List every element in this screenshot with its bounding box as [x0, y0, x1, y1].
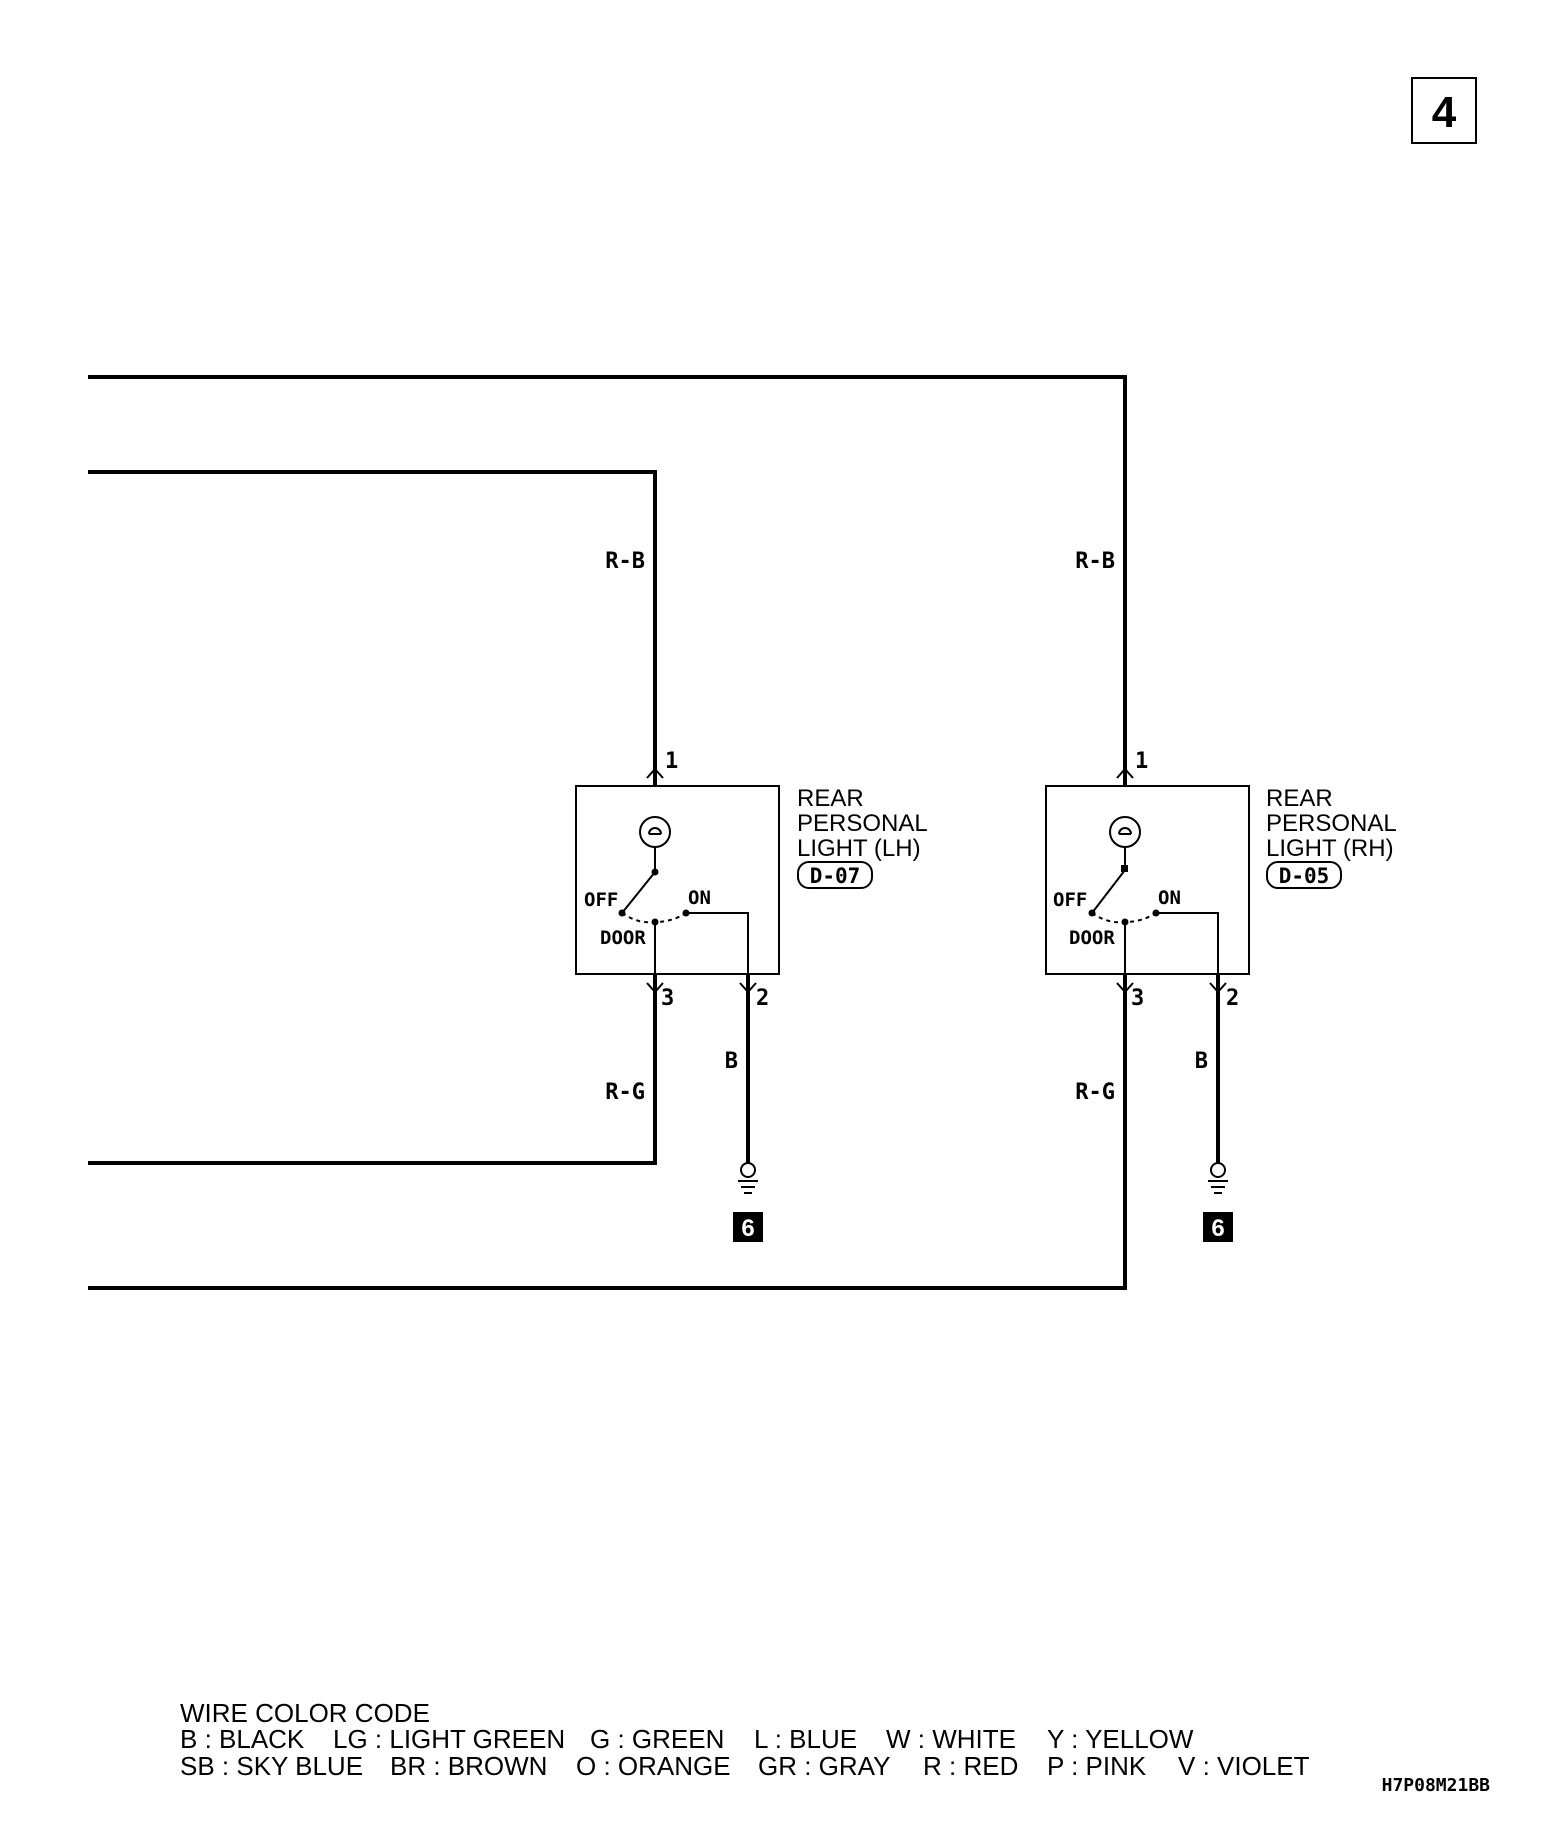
- wire-color-legend: WIRE COLOR CODE B : BLACK LG : LIGHT GRE…: [180, 1698, 1310, 1781]
- legend-item-gray: GR : GRAY: [758, 1751, 890, 1781]
- legend-item-light-green: LG : LIGHT GREEN: [333, 1724, 565, 1754]
- figure-code: H7P08M21BB: [1382, 1775, 1491, 1796]
- connector-badge-lh: [797, 861, 873, 889]
- ground-icon-lh: [738, 1162, 758, 1194]
- legend-item-brown: BR : BROWN: [390, 1751, 547, 1781]
- page-number: 4: [1432, 88, 1457, 137]
- pin-label-3-rh: 3: [1131, 986, 1144, 1011]
- wire-rh-return: [88, 975, 1127, 1290]
- pin-arrow-3-rh: [1116, 982, 1134, 994]
- component-box-lh: [575, 785, 780, 975]
- switch-door-label-lh: DOOR: [600, 927, 646, 949]
- switch-lever-lh: [621, 871, 656, 914]
- connector-label-rh: D-05: [1279, 864, 1330, 888]
- wire-color-label-bottom-rh: R-G: [1075, 1080, 1115, 1105]
- wire-lh-feed: [88, 470, 657, 785]
- wire-lh-return: [88, 975, 657, 1165]
- pin-label-2-lh: 2: [756, 986, 769, 1011]
- connector-badge-rh: [1266, 861, 1342, 889]
- pin-label-3-lh: 3: [661, 986, 674, 1011]
- bulb-icon-lh: [639, 816, 671, 848]
- switch-off-label-lh: OFF: [584, 889, 618, 911]
- ground-icon-rh: [1208, 1162, 1228, 1194]
- ground-point-label-lh: 6: [741, 1215, 754, 1242]
- wire-color-label-ground-lh: B: [725, 1049, 738, 1074]
- rear-personal-light-rh: R-B 1 OFF ON DOOR 3 2 B R-G 6 RE: [1045, 549, 1397, 1242]
- pin-arrow-1-rh: [1116, 767, 1134, 779]
- pin-label-1-rh: 1: [1135, 749, 1148, 774]
- wire-color-label-ground-rh: B: [1195, 1049, 1208, 1074]
- legend-item-yellow: Y : YELLOW: [1047, 1724, 1194, 1754]
- ground-point-badge-rh: [1203, 1212, 1233, 1242]
- legend-item-green: G : GREEN: [590, 1724, 724, 1754]
- legend-item-black: B : BLACK: [180, 1724, 305, 1754]
- switch-on-label-rh: ON: [1158, 887, 1181, 909]
- rear-personal-light-lh: R-B 1 OFF ON DOOR 3 2 B R-G: [575, 549, 928, 1242]
- component-name-line1-lh: REAR: [797, 785, 864, 812]
- wire-color-label-top-rh: R-B: [1075, 549, 1115, 574]
- wire-color-label-bottom-lh: R-G: [605, 1080, 645, 1105]
- switch-on-label-lh: ON: [688, 887, 711, 909]
- legend-item-blue: L : BLUE: [754, 1724, 857, 1754]
- page-number-badge: 4: [1411, 77, 1477, 144]
- ground-point-badge-lh: [733, 1212, 763, 1242]
- legend-item-orange: O : ORANGE: [576, 1751, 731, 1781]
- legend-item-red: R : RED: [923, 1751, 1018, 1781]
- connector-label-lh: D-07: [810, 864, 861, 888]
- bulb-icon-rh: [1109, 816, 1141, 848]
- legend-item-pink: P : PINK: [1047, 1751, 1147, 1781]
- pin-arrow-1-lh: [646, 767, 664, 779]
- pin-label-1-lh: 1: [665, 749, 678, 774]
- switch-door-label-rh: DOOR: [1069, 927, 1115, 949]
- pin-arrow-3-lh: [646, 982, 664, 994]
- switch-lever-rh: [1091, 869, 1126, 914]
- legend-item-violet: V : VIOLET: [1178, 1751, 1310, 1781]
- switch-off-label-rh: OFF: [1053, 889, 1087, 911]
- component-name-line2-lh: PERSONAL: [797, 810, 928, 837]
- legend-title: WIRE COLOR CODE: [180, 1698, 430, 1728]
- wire-color-label-top-lh: R-B: [605, 549, 645, 574]
- legend-item-white: W : WHITE: [886, 1724, 1016, 1754]
- wire-rh-feed: [88, 375, 1127, 785]
- legend-item-sky-blue: SB : SKY BLUE: [180, 1751, 363, 1781]
- component-name-line2-rh: PERSONAL: [1266, 810, 1397, 837]
- ground-point-label-rh: 6: [1211, 1215, 1224, 1242]
- component-name-line3-rh: LIGHT (RH): [1266, 835, 1394, 862]
- component-box-rh: [1045, 785, 1250, 975]
- component-name-line3-lh: LIGHT (LH): [797, 835, 921, 862]
- component-name-line1-rh: REAR: [1266, 785, 1333, 812]
- pin-label-2-rh: 2: [1226, 986, 1239, 1011]
